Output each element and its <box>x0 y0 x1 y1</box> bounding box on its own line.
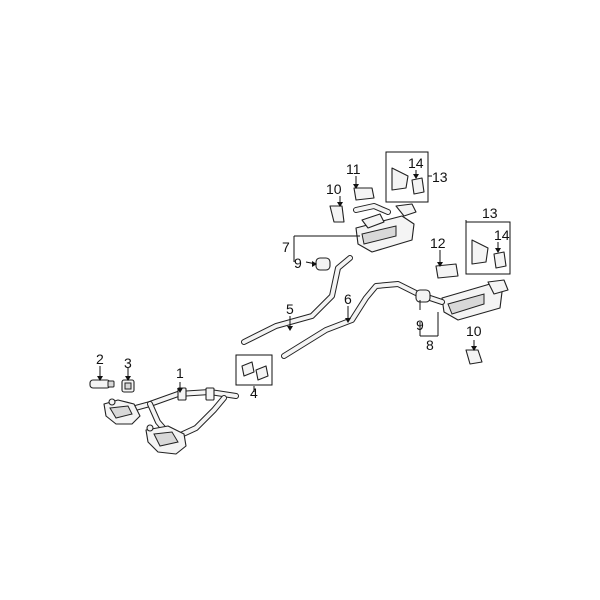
part-10-bracket-left[interactable] <box>329 205 345 223</box>
part-6-intermediate-pipe[interactable] <box>281 281 421 359</box>
callout-6: 6 <box>344 291 352 307</box>
part-9-hanger-right[interactable] <box>415 289 431 303</box>
part-13-tip-kit-right[interactable] <box>465 221 511 275</box>
part-9-hanger-left[interactable] <box>315 257 331 271</box>
catalytic-converter-right <box>145 425 187 455</box>
part-11-hanger-bracket[interactable] <box>353 187 375 201</box>
callout-10-right: 10 <box>466 323 482 339</box>
catalytic-converter-left <box>103 399 141 425</box>
callout-9-right: 9 <box>416 317 424 333</box>
part-7-muffler-left[interactable] <box>353 203 417 253</box>
callout-8: 8 <box>426 337 434 353</box>
callout-10-left: 10 <box>326 181 342 197</box>
callout-labels: 1 2 3 4 5 6 7 8 9 9 10 10 11 12 13 13 14… <box>96 155 510 401</box>
callout-7: 7 <box>282 239 290 255</box>
callout-14-top: 14 <box>408 155 424 171</box>
part-2-oxygen-sensor[interactable] <box>89 379 115 389</box>
callout-9-left: 9 <box>294 255 302 271</box>
callout-11: 11 <box>346 161 361 177</box>
part-13-tip-kit-top[interactable] <box>385 151 429 203</box>
callout-14-right: 14 <box>494 227 510 243</box>
callout-13-top: 13 <box>432 169 448 185</box>
callout-3: 3 <box>124 355 132 371</box>
callout-4: 4 <box>250 385 258 401</box>
part-12-hanger-bracket[interactable] <box>435 263 459 279</box>
callout-2: 2 <box>96 351 104 367</box>
part-5-intermediate-pipe[interactable] <box>241 255 353 345</box>
callout-12: 12 <box>430 235 446 251</box>
callout-13-right: 13 <box>482 205 498 221</box>
part-1-front-pipe-assembly[interactable] <box>103 387 239 455</box>
part-10-bracket-right[interactable] <box>465 349 483 365</box>
leader-lines <box>97 170 501 393</box>
part-3-sensor[interactable] <box>121 379 135 393</box>
part-8-muffler-right[interactable] <box>421 279 509 321</box>
part-4-clamp-kit[interactable] <box>235 354 273 386</box>
callout-1: 1 <box>176 365 184 381</box>
callout-5: 5 <box>286 301 294 317</box>
